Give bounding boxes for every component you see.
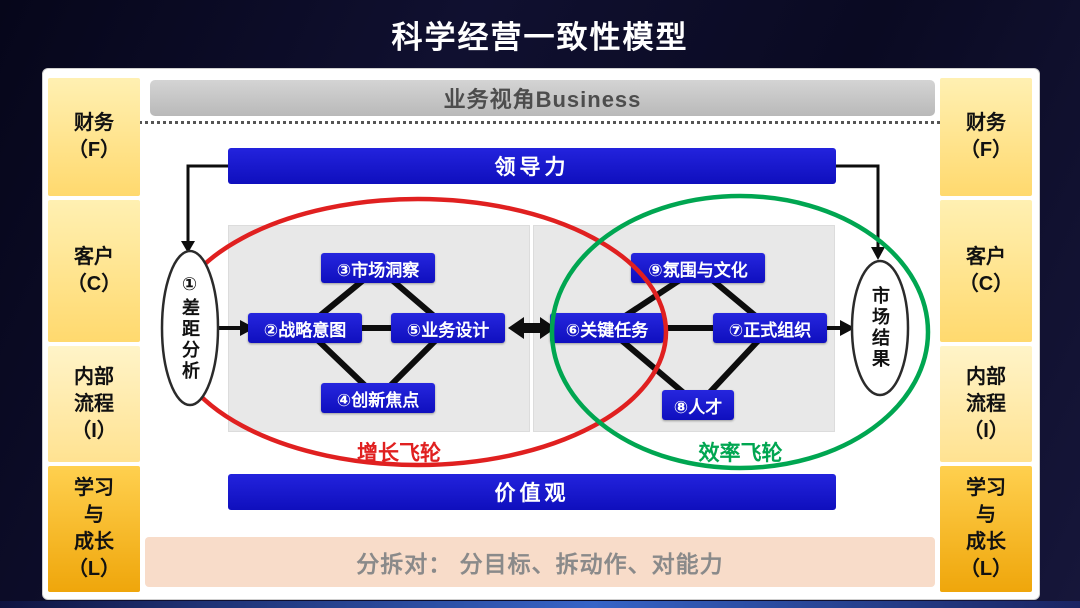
bsc-right-process-label: 内部 流程 （I） [963,365,1009,442]
bsc-left-finance-label: 财务 （F） [67,112,121,161]
bsc-left-process-label: 内部 流程 （I） [71,365,117,442]
values-bar: 价值观 [228,474,836,510]
bsc-right-learning: 学习 与 成长 （L） [940,466,1032,592]
bsc-right-finance-label: 财务 （F） [959,112,1013,161]
node-business-design: ⑤业务设计 [391,313,505,343]
business-view-bar: 业务视角Business [150,80,935,116]
growth-flywheel-label: 增长飞轮 [357,442,441,465]
market-result-label: 市场结果 [870,286,890,370]
page-title: 科学经营一致性模型 [391,20,689,55]
bottom-glow-strip [0,601,1080,608]
bsc-right-finance: 财务 （F） [940,78,1032,196]
gap-analysis-label: ①差距分析 [180,274,200,382]
dotted-divider [50,121,1030,124]
bsc-right-customer-label: 客户 （C） [958,246,1014,295]
market-result-label-box: 市场结果 [864,266,896,390]
gap-analysis-label-box: ①差距分析 [174,256,206,400]
leadership-bar: 领导力 [228,148,836,184]
bsc-right-customer: 客户 （C） [940,200,1032,342]
node-culture: ⑨氛围与文化 [631,253,765,283]
split-note-bar: 分拆对： 分目标、拆动作、对能力 [145,537,935,587]
bsc-left-learning-label: 学习 与 成长 （L） [67,477,121,580]
bsc-left-customer: 客户 （C） [48,200,140,342]
node-innovation-focus: ④创新焦点 [321,383,435,413]
node-strategy-intent: ②战略意图 [248,313,362,343]
node-formal-org: ⑦正式组织 [713,313,827,343]
bsc-left-learning: 学习 与 成长 （L） [48,466,140,592]
bsc-right-learning-label: 学习 与 成长 （L） [959,477,1013,580]
bsc-right-process: 内部 流程 （I） [940,346,1032,462]
node-key-tasks: ⑥关键任务 [550,313,664,343]
bsc-left-finance: 财务 （F） [48,78,140,196]
bsc-left-customer-label: 客户 （C） [66,246,122,295]
node-talent: ⑧人才 [662,390,734,420]
bsc-left-process: 内部 流程 （I） [48,346,140,462]
efficiency-flywheel-label: 效率飞轮 [698,442,783,465]
node-market-insight: ③市场洞察 [321,253,435,283]
